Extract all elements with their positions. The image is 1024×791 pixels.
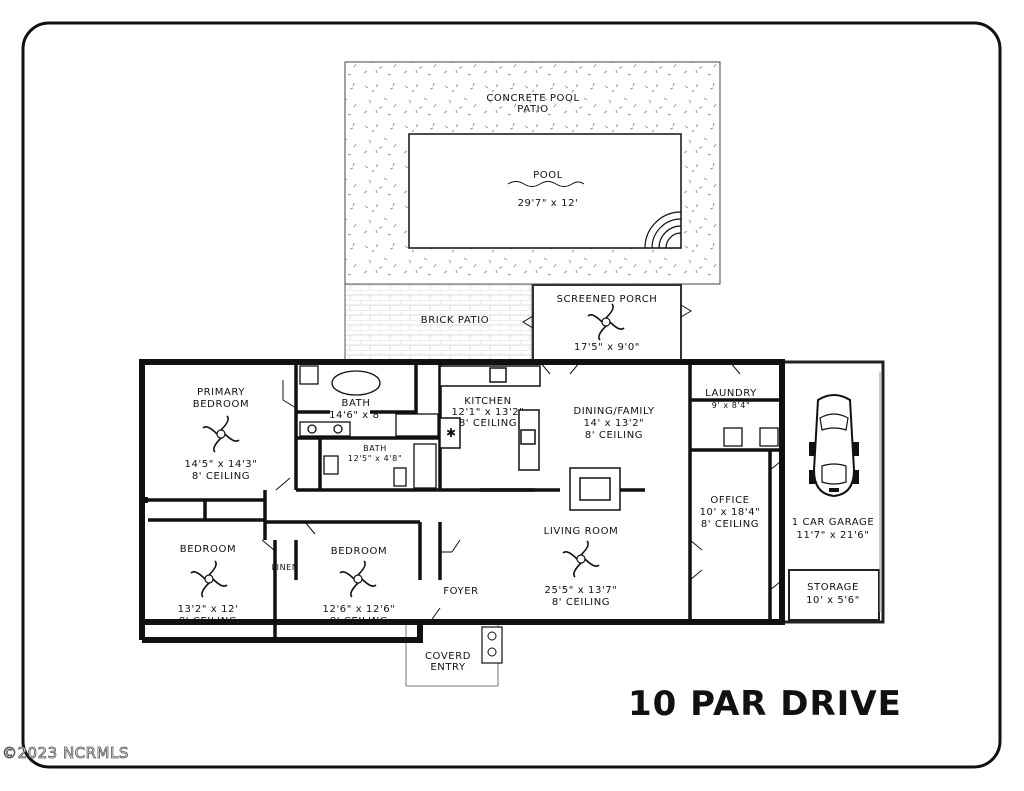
garage-dims: 11'7" x 21'6"	[797, 530, 870, 541]
pool	[408, 133, 682, 249]
bath-fixtures	[299, 365, 779, 489]
fan-icon	[190, 560, 228, 598]
primary-bedroom-ceiling: 8' CEILING	[192, 471, 250, 482]
office-ceiling: 8' CEILING	[701, 519, 759, 530]
kitchen-ceiling: 8' CEILING	[459, 418, 517, 429]
dining-family-label: DINING/FAMILY	[573, 406, 654, 417]
pool-patio-label-1: CONCRETE POOL	[486, 93, 579, 104]
covered-entry-label-1: COVERD	[425, 651, 471, 662]
watermark: ©2023 NCRMLS	[2, 744, 129, 762]
living-room-dims: 25'5" x 13'7"	[545, 585, 618, 596]
covered-entry-label-2: ENTRY	[430, 662, 466, 673]
fan-icon	[339, 560, 377, 598]
bath2-dims: 12'5" x 4'8"	[348, 454, 402, 463]
page-border	[21, 21, 1002, 769]
ceiling-fans: ✱	[190, 303, 625, 598]
primary-bedroom-label-1: PRIMARY	[197, 387, 245, 398]
screened-porch-label: SCREENED PORCH	[557, 294, 658, 305]
laundry-dims: 9' x 8'4"	[712, 401, 751, 410]
entry-lights	[481, 626, 503, 664]
bath1-dims: 14'6" x 8'	[329, 410, 383, 421]
laundry-label: LAUNDRY	[705, 388, 757, 399]
storage-label: STORAGE	[807, 582, 859, 593]
living-room-label: LIVING ROOM	[544, 526, 619, 537]
fan-icon	[562, 540, 600, 578]
pool-wave-icon	[507, 181, 585, 187]
primary-bedroom-dims: 14'5" x 14'3"	[185, 459, 258, 470]
dining-family-ceiling: 8' CEILING	[585, 430, 643, 441]
garage-label: 1 CAR GARAGE	[792, 517, 875, 528]
living-room-ceiling: 8' CEILING	[552, 597, 610, 608]
fan-icon	[202, 415, 240, 453]
brick-patio	[344, 283, 533, 361]
brick-patio-label: BRICK PATIO	[421, 315, 489, 326]
primary-bedroom-label-2: BEDROOM	[193, 399, 249, 410]
screened-porch-dims: 17'5" x 9'0"	[574, 342, 640, 353]
kitchen-label: KITCHEN	[464, 396, 512, 407]
office-label: OFFICE	[710, 495, 749, 506]
storage-dims: 10' x 5'6"	[806, 595, 860, 606]
dining-family-dims: 14' x 13'2"	[584, 418, 645, 429]
fan-icon	[587, 303, 625, 341]
kitchen-dims: 12'1" x 13'2"	[452, 407, 525, 418]
foyer-label: FOYER	[443, 586, 478, 597]
pool-dims: 29'7" x 12'	[518, 198, 579, 209]
bedroom-mid-ceiling: 8' CEILING	[330, 616, 388, 627]
bedroom-left-ceiling: 8' CEILING	[179, 616, 237, 627]
linen-label: LINEN	[272, 563, 299, 572]
bedroom-mid-label: BEDROOM	[331, 546, 387, 557]
garage: 1 CAR GARAGE 11'7" x 21'6" STORAGE 10' x…	[780, 360, 885, 624]
office-dims: 10' x 18'4"	[700, 507, 761, 518]
bath1-label: BATH	[342, 398, 371, 409]
pool-patio-label-2: PATIO	[517, 104, 548, 115]
pool-label: POOL	[533, 170, 563, 181]
bedroom-left-label: BEDROOM	[180, 544, 236, 555]
kitchen-fixtures	[439, 365, 621, 511]
bedroom-mid-dims: 12'6" x 12'6"	[323, 604, 396, 615]
bath2-label: BATH	[363, 444, 387, 453]
pool-steps	[644, 211, 682, 249]
light-icon: ✱	[446, 426, 456, 440]
porch-doors	[522, 304, 692, 329]
plan-title: 10 PAR DRIVE	[628, 684, 902, 724]
bedroom-left-dims: 13'2" x 12'	[178, 604, 239, 615]
car-icon	[809, 394, 859, 498]
doors	[261, 361, 781, 623]
